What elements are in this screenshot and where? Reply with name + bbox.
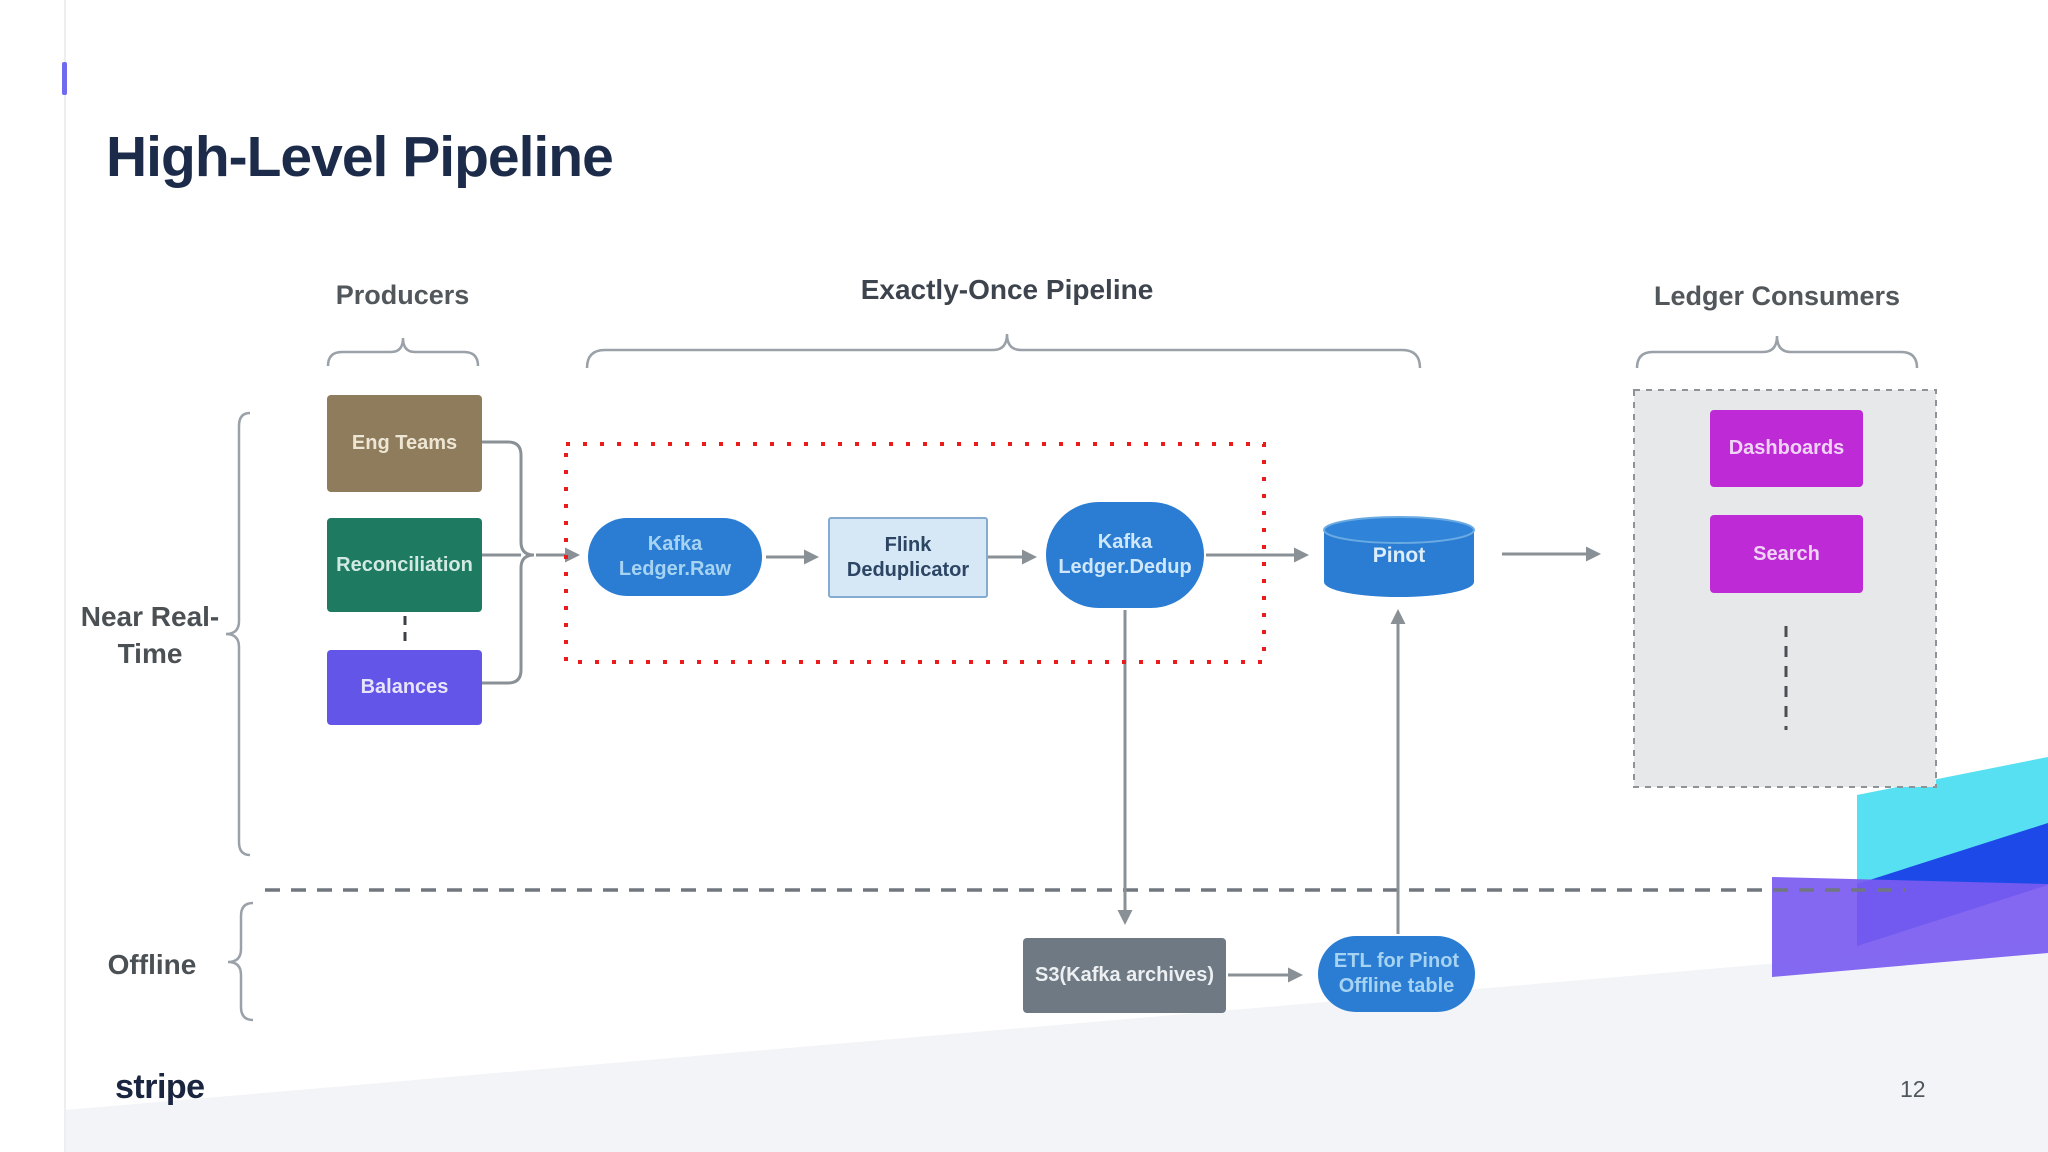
producers-section-label: Producers [335,280,470,310]
producers-merge-connector [482,440,535,685]
node-search: Search [1710,515,1863,593]
node-label-line: ETL for Pinot [1333,950,1460,972]
stripe-logo: stripe [115,1068,205,1106]
ledger-consumers-label: Ledger Consumers [1653,281,1901,311]
node-label-line: Kafka [1097,531,1153,553]
near-real-time-label: Near Real- Time [70,598,230,672]
near-real-time-line1: Near Real- [80,601,220,632]
node-label: Balances [360,676,449,698]
node-label: Pinot [1372,544,1426,567]
page-number: 12 [1900,1076,1926,1102]
background-wedge [65,940,2048,1152]
node-reconciliation: Reconciliation [327,518,482,612]
node-balances: Balances [327,650,482,725]
cylinder-icon [1323,516,1475,597]
node-pinot: Pinot [1320,514,1478,600]
node-label-line: Deduplicator [846,558,970,581]
node-etl-for-pinot: ETL for Pinot Offline table [1318,936,1475,1012]
node-label: Search [1753,542,1820,565]
decorative-shape-purple [1772,877,2048,977]
node-label: S3(Kafka archives) [1035,964,1214,986]
node-label-line: Offline table [1338,975,1455,997]
node-label: Eng Teams [351,432,458,454]
offline-brace [227,901,254,1022]
exactly-once-pipeline-label: Exactly-Once Pipeline [860,274,1154,305]
near-real-time-line2: Time [117,638,183,669]
page-title: High-Level Pipeline [106,125,614,189]
node-kafka-ledger-dedup: Kafka Ledger.Dedup [1046,502,1204,608]
node-label: Reconciliation [336,553,473,576]
node-kafka-ledger-raw: Kafka Ledger.Raw [588,518,762,596]
node-dashboards: Dashboards [1710,410,1863,487]
producers-brace [326,337,480,367]
node-label: Dashboards [1728,437,1845,459]
node-flink-deduplicator: Flink Deduplicator [828,517,988,598]
pipeline-brace [585,333,1422,369]
offline-label: Offline [107,949,197,980]
node-label-line: Flink [884,533,932,556]
decorative-shape-cyan [1857,757,2048,887]
node-label-line: Ledger.Raw [618,558,732,580]
text-cursor-caret [62,62,67,95]
consumers-brace [1635,335,1919,369]
node-s3-kafka-archives: S3(Kafka archives) [1023,938,1226,1013]
near-real-time-brace [225,411,251,857]
node-label-line: Ledger.Dedup [1058,556,1192,578]
node-eng-teams: Eng Teams [327,395,482,492]
node-label-line: Kafka [647,533,703,555]
slide-edge-line [64,0,66,1152]
